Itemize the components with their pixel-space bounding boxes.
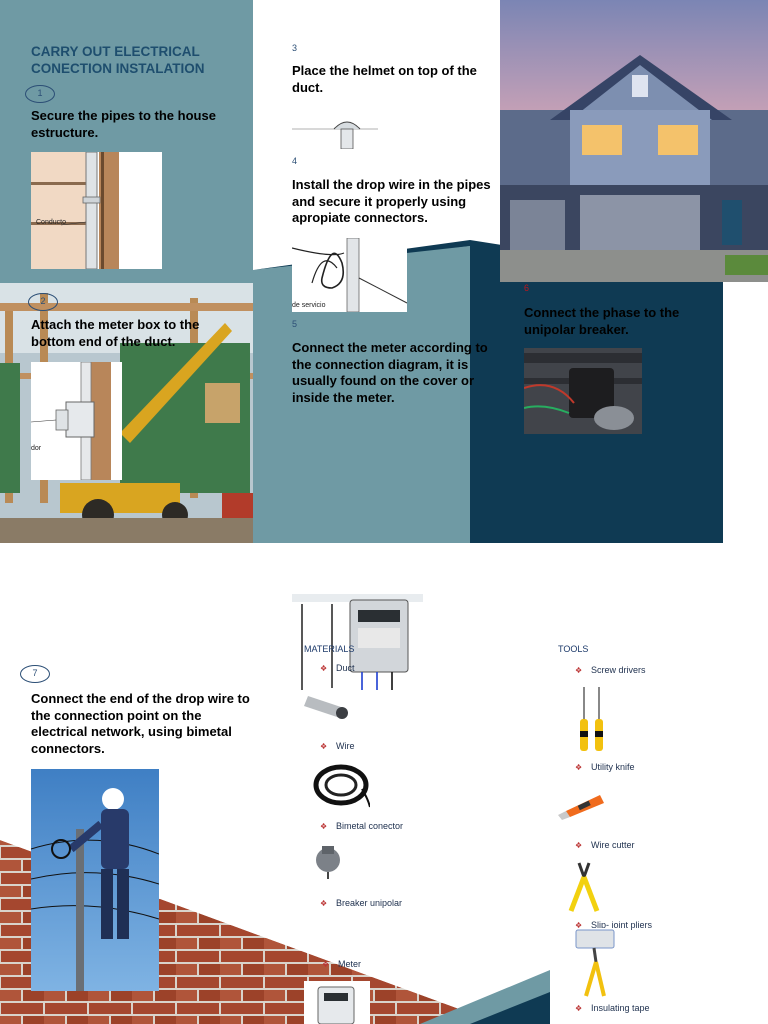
step-2-text: Attach the meter box to the bottom end o…	[31, 317, 200, 349]
page-title: CARRY OUT ELECTRICAL CONECTION INSTALATI…	[31, 43, 205, 77]
tool-insulating-tape: ❖ Insulating tape	[575, 1003, 650, 1013]
wire-cutter-image	[565, 861, 603, 913]
step-7-text: Connect the end of the drop wire to the …	[31, 691, 250, 756]
step-3-diagram	[292, 107, 378, 149]
step-1-diagram: Conducto	[31, 152, 162, 269]
bullet-icon: ❖	[575, 666, 583, 675]
material-duct-label: Duct	[336, 663, 355, 673]
duct-image	[304, 688, 352, 724]
meter-diagram	[292, 594, 423, 690]
page-title-line-2: CONECTION INSTALATION	[31, 61, 205, 76]
material-bimetal-connector: ❖ Bimetal conector	[320, 821, 403, 831]
bullet-icon: ❖	[575, 1004, 583, 1013]
material-wire: ❖ Wire	[320, 741, 355, 751]
conducto-label: Conducto	[36, 219, 66, 226]
step-4-number: 4	[292, 156, 298, 166]
utility-knife-image	[556, 789, 606, 821]
step-5-number: 5	[292, 319, 298, 329]
bullet-icon: ❖	[575, 921, 583, 930]
material-breaker-unipolar: ❖ Breaker unipolar	[320, 898, 402, 908]
tool-insulating-tape-label: Insulating tape	[591, 1003, 650, 1013]
wire-image	[312, 759, 370, 809]
step-4-diagram: de servicio	[292, 238, 407, 312]
material-duct: ❖ Duct	[320, 663, 355, 673]
bullet-icon: ❖	[322, 960, 330, 969]
step-1-number: 1	[25, 85, 55, 103]
house-photo	[500, 0, 768, 282]
tool-slip-joint-pliers: ❖ Slip- joint pliers	[575, 920, 652, 930]
bullet-icon: ❖	[320, 664, 328, 673]
tools-heading: TOOLS	[558, 644, 589, 654]
tool-wire-cutter: ❖ Wire cutter	[575, 840, 635, 850]
servicio-label: de servicio	[292, 302, 326, 309]
material-meter-label: Meter	[338, 959, 362, 969]
lineman-photo	[31, 769, 159, 991]
tool-screw-drivers-label: Screw drivers	[591, 665, 646, 675]
material-breaker-unipolar-label: Breaker unipolar	[336, 898, 403, 908]
step-4-text: Install the drop wire in the pipes and s…	[292, 177, 491, 225]
material-wire-label: Wire	[336, 741, 355, 751]
tool-wire-cutter-label: Wire cutter	[591, 840, 635, 850]
step-3-number: 3	[292, 43, 298, 53]
step-7-number: 7	[20, 665, 50, 683]
tool-screw-drivers: ❖ Screw drivers	[575, 665, 646, 675]
bullet-icon: ❖	[320, 899, 328, 908]
bimetal-connector-image	[308, 842, 348, 880]
tool-utility-knife-label: Utility knife	[591, 762, 635, 772]
step-6-number: 6	[524, 283, 530, 293]
bullet-icon: ❖	[320, 822, 328, 831]
page-title-line-1: CARRY OUT ELECTRICAL	[31, 44, 200, 59]
tool-utility-knife: ❖ Utility knife	[575, 762, 635, 772]
bullet-icon: ❖	[575, 763, 583, 772]
materials-heading: MATERIALS	[304, 644, 355, 654]
material-meter: ❖ Meter	[322, 959, 361, 969]
material-bimetal-connector-label: Bimetal conector	[336, 821, 404, 831]
step-3-text: Place the helmet on top of the duct.	[292, 63, 477, 95]
breaker-panel-photo	[524, 348, 642, 434]
step-5-text: Connect the meter according to the conne…	[292, 340, 488, 405]
bullet-icon: ❖	[320, 742, 328, 751]
bullet-icon: ❖	[575, 841, 583, 850]
meter-image	[304, 981, 370, 1024]
step-2-number: 2	[28, 293, 58, 311]
screw-drivers-image	[562, 683, 624, 755]
step-6-text: Connect the phase to the unipolar breake…	[524, 305, 680, 337]
step-2-diagram: dor	[31, 362, 122, 480]
tool-slip-joint-pliers-label: Slip- joint pliers	[591, 920, 653, 930]
step-1-text: Secure the pipes to the house estructure…	[31, 108, 216, 140]
dor-label: dor	[31, 445, 42, 452]
slip-joint-pliers-image	[574, 928, 616, 998]
